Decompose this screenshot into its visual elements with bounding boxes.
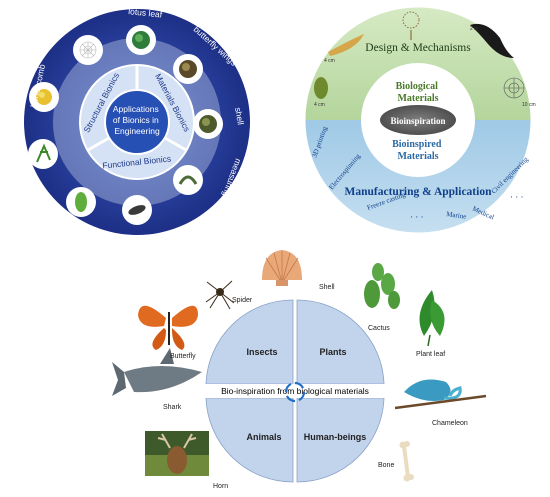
whale-icon xyxy=(470,23,514,58)
scale-label: 2 m xyxy=(470,26,478,32)
spider-web-icon xyxy=(73,35,103,65)
core-label: Bioinspiration xyxy=(390,116,445,126)
quadrant-animals xyxy=(205,397,294,483)
bird-beak-icon xyxy=(328,34,364,56)
spider-web-icon xyxy=(503,77,525,99)
quadrant-plants xyxy=(296,299,385,385)
app-marine: Marine xyxy=(446,210,467,221)
quadrant-label-human-beings: Human-beings xyxy=(304,432,367,442)
label-chameleon: Chameleon xyxy=(432,420,468,427)
scale-label: 10 cm xyxy=(522,102,536,108)
pinecone-icon xyxy=(314,77,328,99)
panel-bioinspiration-cycle: Bioinspiration Biological Materials Bioi… xyxy=(304,6,536,234)
quadrant-label-insects: Insects xyxy=(246,347,277,357)
method-dots-right: · · · xyxy=(510,192,524,202)
quadrant-human-beings xyxy=(296,397,385,483)
label-shark: Shark xyxy=(163,404,182,411)
banner-text: Bio-inspiration from biological material… xyxy=(221,386,369,396)
manufacturing-title: Manufacturing & Application xyxy=(345,186,493,198)
quadrant-insects xyxy=(205,299,294,385)
outer-edge xyxy=(304,6,532,234)
label-plant-leaf: Plant leaf xyxy=(416,351,445,358)
honeycomb-icon xyxy=(29,82,59,112)
label-bone: Bone xyxy=(378,462,394,469)
method-dots: · · · xyxy=(410,212,424,222)
label-cactus: Cactus xyxy=(368,325,390,332)
deer-horn-icon xyxy=(145,431,209,476)
panel-bionics-applications: Applications of Bionics in Engineering S… xyxy=(15,0,250,247)
cactus-icon xyxy=(364,263,400,309)
cycle-arrow-icon xyxy=(284,381,306,403)
core-ellipse xyxy=(380,105,456,135)
scale-label: 4 cm xyxy=(314,102,325,108)
shell-icon xyxy=(262,250,302,286)
label-shell: Shell xyxy=(319,284,335,291)
plant-leaf-icon xyxy=(419,290,445,347)
panel-bio-inspiration-sources: Bio-inspiration from biological material… xyxy=(112,250,487,490)
leaf-icon xyxy=(66,187,96,217)
banner xyxy=(205,384,385,398)
label-shell: shell xyxy=(233,107,246,126)
label-leaf: leaf xyxy=(56,219,73,234)
measuring-worm-icon xyxy=(173,165,203,195)
label-horn: Horn xyxy=(213,483,228,490)
shark-icon xyxy=(112,348,202,396)
label-spider: Spider xyxy=(232,297,253,304)
design-title: Design & Mechanisms xyxy=(365,42,471,54)
dandelion-icon xyxy=(402,11,420,40)
center-title: Applications of Bionics in Engineering xyxy=(113,104,161,136)
chameleon-icon xyxy=(394,379,487,410)
inner-bottom-label: Bioinspired Materials xyxy=(392,139,444,162)
quadrant-label-plants: Plants xyxy=(319,347,346,357)
label-butterfly: Butterfly xyxy=(170,353,196,360)
label-seals: seals xyxy=(140,232,162,247)
bone-icon xyxy=(399,441,414,482)
mantis-icon xyxy=(28,139,58,169)
scale-label: 4 cm xyxy=(324,58,335,64)
seal-icon xyxy=(122,195,152,225)
label-lotus-leaf: lotus leaf xyxy=(128,6,164,20)
lotus-leaf-icon xyxy=(126,25,156,55)
center-disc xyxy=(104,89,170,155)
inner-top-label: Biological Materials xyxy=(396,81,441,104)
butterfly-wing-icon xyxy=(173,54,203,84)
butterfly-icon xyxy=(138,305,198,350)
shell-icon xyxy=(193,109,223,139)
quadrant-label-animals: Animals xyxy=(246,432,281,442)
spider-icon xyxy=(205,280,235,310)
